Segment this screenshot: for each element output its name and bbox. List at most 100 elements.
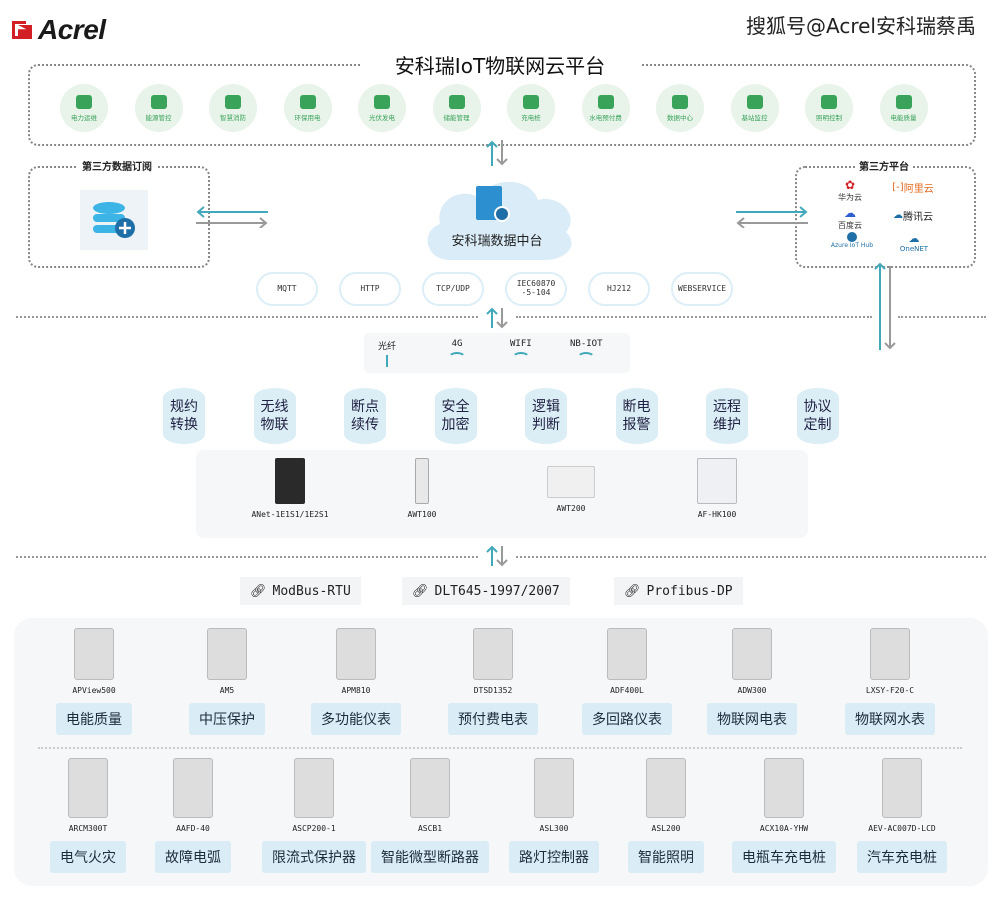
feature-line: 断电 — [622, 398, 651, 415]
device-category[interactable]: 智能微型断路器 — [371, 841, 489, 873]
device-category[interactable]: 电瓶车充电桩 — [732, 841, 836, 873]
bus-modbus: 🔗︎ModBus-RTU — [240, 577, 361, 605]
tencent-cloud-logo: ☁腾讯云 — [893, 210, 933, 223]
device-image — [473, 628, 513, 680]
solar-panel-icon — [374, 94, 390, 109]
device-model: ASCP200-1 — [292, 824, 336, 833]
app-label: 电能质量 — [890, 113, 917, 122]
device-model: DTSD1352 — [473, 686, 513, 695]
app-row: 电力运维 能源管控智慧消防环保用电 光伏发电储能管理充电桩水电预付费数据中心基站监控… — [60, 84, 928, 132]
network-bar: 光纤 4G WIFI NB-IOT — [364, 333, 630, 373]
app-eco-power[interactable]: 环保用电 — [283, 84, 332, 132]
app-database[interactable]: 数据中心 — [656, 84, 704, 132]
app-solar-panel[interactable]: 光伏发电 — [358, 84, 406, 132]
gateway-image — [547, 466, 595, 498]
huawei-icon: ✿ — [844, 178, 856, 192]
app-base-station[interactable]: 基站监控 — [730, 84, 779, 132]
energy-control-icon — [150, 94, 167, 109]
app-fire-protection[interactable]: 智慧消防 — [209, 84, 257, 132]
divider — [516, 556, 986, 558]
logo-text: Acrel — [38, 14, 106, 45]
feature-line: 逻辑 — [532, 398, 560, 415]
feature-label: 断电报警 — [623, 398, 651, 434]
device-image — [882, 758, 922, 818]
device-category[interactable]: 物联网水表 — [845, 703, 935, 735]
device-image — [732, 628, 772, 680]
device-category[interactable]: 多回路仪表 — [582, 703, 672, 735]
device-image — [173, 758, 213, 818]
divider — [516, 316, 872, 318]
acrel-logo: Acrel — [12, 14, 106, 46]
network-4g: 4G — [448, 339, 466, 364]
device-image — [607, 628, 647, 680]
device-model: APView500 — [72, 686, 116, 695]
app-prepaid[interactable]: 水电预付费 — [581, 84, 630, 132]
charging-pile-icon — [523, 94, 539, 109]
feature-cylinder: 远程维护 — [706, 388, 748, 444]
device-model: ARCM300T — [68, 824, 108, 833]
feature-line: 规约 — [170, 398, 198, 415]
device-card: APView500 电能质量 — [34, 628, 154, 735]
vertical-link-arrow-icon — [874, 262, 896, 350]
onenet-cloud-icon: ☁ — [908, 232, 920, 245]
link-icon: 🔗︎ — [250, 583, 267, 599]
device-category[interactable]: 中压保护 — [189, 703, 265, 735]
device-category[interactable]: 预付费电表 — [448, 703, 538, 735]
gateway-awt100: AWT100 — [392, 458, 452, 519]
device-image — [534, 758, 574, 818]
platform-title: 安科瑞IoT物联网云平台 — [360, 50, 640, 79]
power-maintenance-icon — [76, 94, 92, 109]
app-power-quality[interactable]: 电能质量 — [879, 84, 928, 132]
device-category[interactable]: 物联网电表 — [707, 703, 797, 735]
feature-cylinder: 安全加密 — [434, 388, 477, 444]
feature-line: 维护 — [713, 417, 741, 433]
device-model: ASL300 — [539, 824, 569, 833]
device-category[interactable]: 限流式保护器 — [262, 841, 366, 873]
device-category[interactable]: 智能照明 — [628, 841, 704, 873]
gateway-panel: ANet-1E1S1/1E2S1 AWT100 AWT200 AF-HK100 — [196, 450, 808, 538]
bus-profibus: 🔗︎Profibus-DP — [614, 577, 743, 605]
eco-power-icon — [299, 94, 316, 109]
app-energy-storage[interactable]: 储能管理 — [432, 84, 481, 132]
app-label: 环保用电 — [294, 113, 321, 122]
app-charging-pile[interactable]: 充电桩 — [507, 84, 555, 132]
feature-line: 断点 — [351, 398, 379, 415]
device-card: LXSY-F20-C 物联网水表 — [830, 628, 950, 735]
device-image — [410, 758, 450, 818]
device-model: ACX10A-YHW — [759, 824, 809, 833]
feature-line: 加密 — [441, 417, 470, 433]
app-energy-control[interactable]: 能源管控 — [134, 84, 183, 132]
updown-arrow-icon — [486, 307, 508, 329]
feature-label: 逻辑判断 — [532, 398, 560, 434]
feature-label: 断点续传 — [351, 398, 379, 434]
device-category[interactable]: 汽车充电桩 — [857, 841, 947, 873]
device-model: AAFD-40 — [176, 824, 210, 833]
device-category[interactable]: 电气火灾 — [50, 841, 126, 873]
device-category[interactable]: 路灯控制器 — [509, 841, 599, 873]
device-image — [870, 628, 910, 680]
azure-iot-hub-logo: Azure IoT Hub — [826, 232, 878, 249]
device-category[interactable]: 电能质量 — [56, 703, 132, 735]
divider — [898, 316, 986, 318]
aliyun-icon: [-] — [892, 182, 904, 193]
protocol-cloud: HTTP — [339, 272, 401, 306]
app-label: 基站监控 — [741, 113, 768, 122]
azure-icon — [847, 232, 857, 242]
gateway-image — [415, 458, 429, 504]
device-model: APM810 — [341, 686, 371, 695]
app-power-maintenance[interactable]: 电力运维 — [60, 84, 108, 132]
onenet-logo: ☁OneNET — [899, 232, 929, 253]
device-category[interactable]: 故障电弧 — [155, 841, 231, 873]
device-category[interactable]: 多功能仪表 — [311, 703, 401, 735]
third-party-arrow-icon — [736, 206, 808, 228]
device-card: AAFD-40 故障电弧 — [133, 758, 253, 873]
feature-cylinder: 无线物联 — [253, 388, 296, 444]
database-icon — [672, 94, 688, 109]
app-lighting[interactable]: 照明控制 — [805, 84, 853, 132]
app-label: 电力运维 — [71, 113, 97, 122]
prepaid-icon — [597, 94, 614, 109]
device-model: LXSY-F20-C — [865, 686, 915, 695]
device-card: ACX10A-YHW 电瓶车充电桩 — [724, 758, 844, 873]
